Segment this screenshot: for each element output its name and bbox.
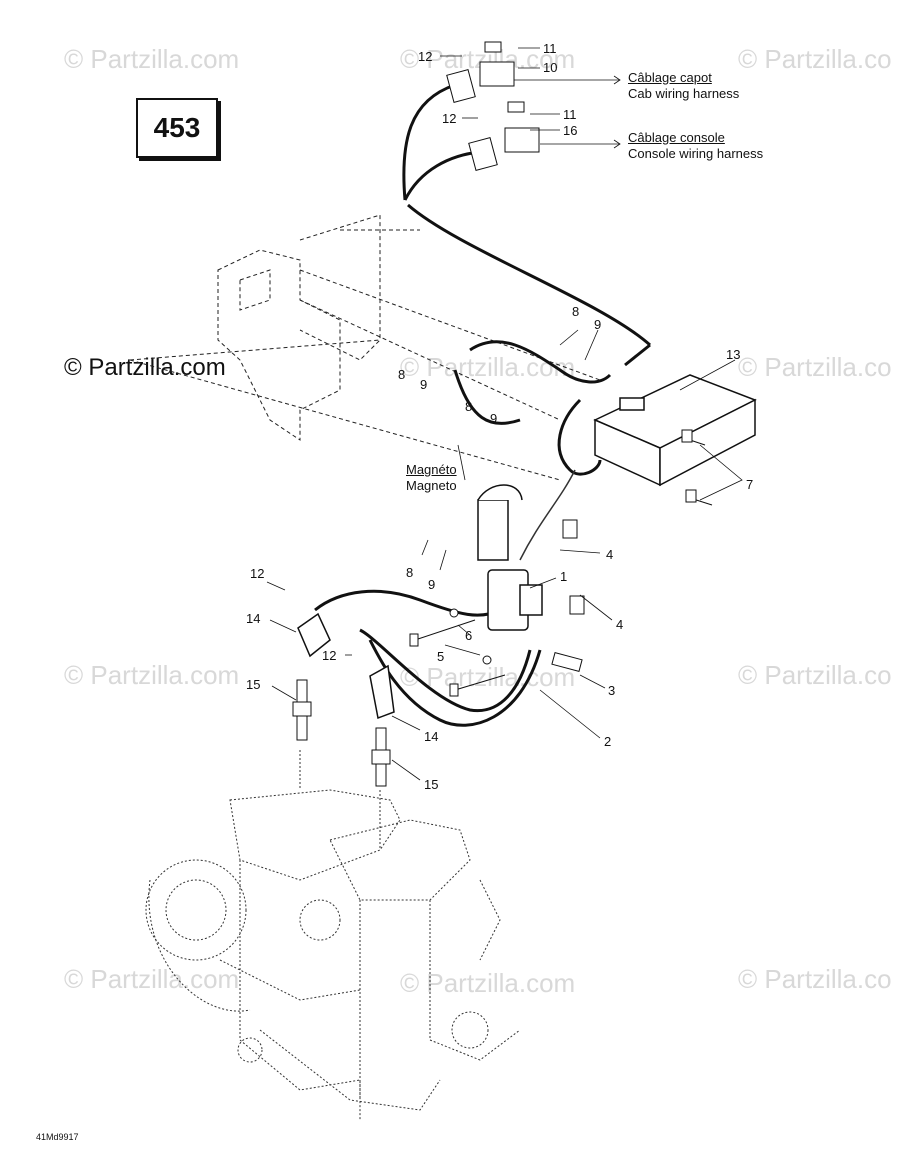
callout-6: 6 — [465, 628, 473, 643]
callout-8: 8 — [406, 565, 414, 580]
callout-14: 14 — [246, 611, 261, 626]
console-harness-label-en: Console wiring harness — [628, 146, 764, 161]
watermark: © Partzilla.com — [400, 352, 576, 382]
engine — [145, 750, 521, 1120]
ignition-coil — [477, 484, 543, 631]
watermark: © Partzilla.co — [738, 44, 892, 74]
callout-9: 9 — [490, 411, 498, 426]
callout-5: 5 — [437, 649, 445, 664]
mounting-bracket — [129, 214, 601, 481]
callout-11: 11 — [543, 41, 557, 56]
callout-8: 8 — [572, 304, 580, 319]
spark-plug — [292, 679, 312, 741]
callout-12: 12 — [418, 49, 433, 64]
watermark: © Partzilla.co — [738, 352, 892, 382]
callout-4: 4 — [616, 617, 624, 632]
cab-harness-label: Câblage capot Cab wiring harness — [628, 70, 739, 102]
callout-12: 12 — [322, 648, 337, 663]
watermark: © Partzilla.co — [738, 660, 892, 690]
watermark: © Partzilla.com — [64, 660, 240, 690]
callout-9: 9 — [594, 317, 602, 332]
callout-14: 14 — [424, 729, 439, 744]
harness-wires — [314, 83, 652, 727]
callout-7: 7 — [746, 477, 754, 492]
clip — [551, 651, 583, 673]
callout-15: 15 — [246, 677, 261, 692]
console-harness-label-fr: Câblage console — [628, 130, 725, 145]
callout-8: 8 — [398, 367, 406, 382]
callout-1: 1 — [560, 569, 568, 584]
callout-3: 3 — [608, 683, 616, 698]
spark-plug-cap — [369, 664, 395, 720]
watermark: © Partzilla.com — [64, 44, 240, 74]
connector-console — [468, 101, 540, 171]
callout-10: 10 — [543, 60, 558, 75]
callout-9: 9 — [420, 377, 428, 392]
magneto-label-en: Magneto — [406, 478, 457, 493]
callout-16: 16 — [563, 123, 578, 138]
leader-lines — [266, 47, 743, 781]
watermark: © Partzilla.com — [400, 968, 576, 998]
drawing-code: 41Md9917 — [36, 1132, 79, 1142]
cab-harness-label-fr: Câblage capot — [628, 70, 712, 85]
watermark: © Partzilla.co — [738, 964, 892, 994]
callout-12: 12 — [250, 566, 265, 581]
diagram-number: 453 — [136, 98, 218, 158]
watermark: © Partzilla.com — [64, 964, 240, 994]
ignition-module — [593, 374, 757, 487]
spacer — [562, 519, 578, 539]
callout-2: 2 — [604, 734, 612, 749]
spacer — [569, 595, 585, 615]
callout-11: 11 — [563, 107, 577, 122]
callout-9: 9 — [428, 577, 436, 592]
callout-4: 4 — [606, 547, 614, 562]
bolt — [409, 608, 506, 697]
connector-cab — [446, 41, 515, 103]
spark-plug-cap — [297, 612, 331, 658]
console-harness-label: Câblage console Console wiring harness — [628, 130, 763, 162]
magneto-label-fr: Magnéto — [406, 462, 457, 477]
spark-plug — [371, 727, 391, 787]
callout-15: 15 — [424, 777, 439, 792]
magneto-label: Magnéto Magneto — [406, 462, 457, 494]
screw — [681, 429, 713, 506]
callout-12: 12 — [442, 111, 457, 126]
callout-13: 13 — [726, 347, 741, 362]
cab-harness-label-en: Cab wiring harness — [628, 86, 740, 101]
callout-8: 8 — [465, 399, 473, 414]
